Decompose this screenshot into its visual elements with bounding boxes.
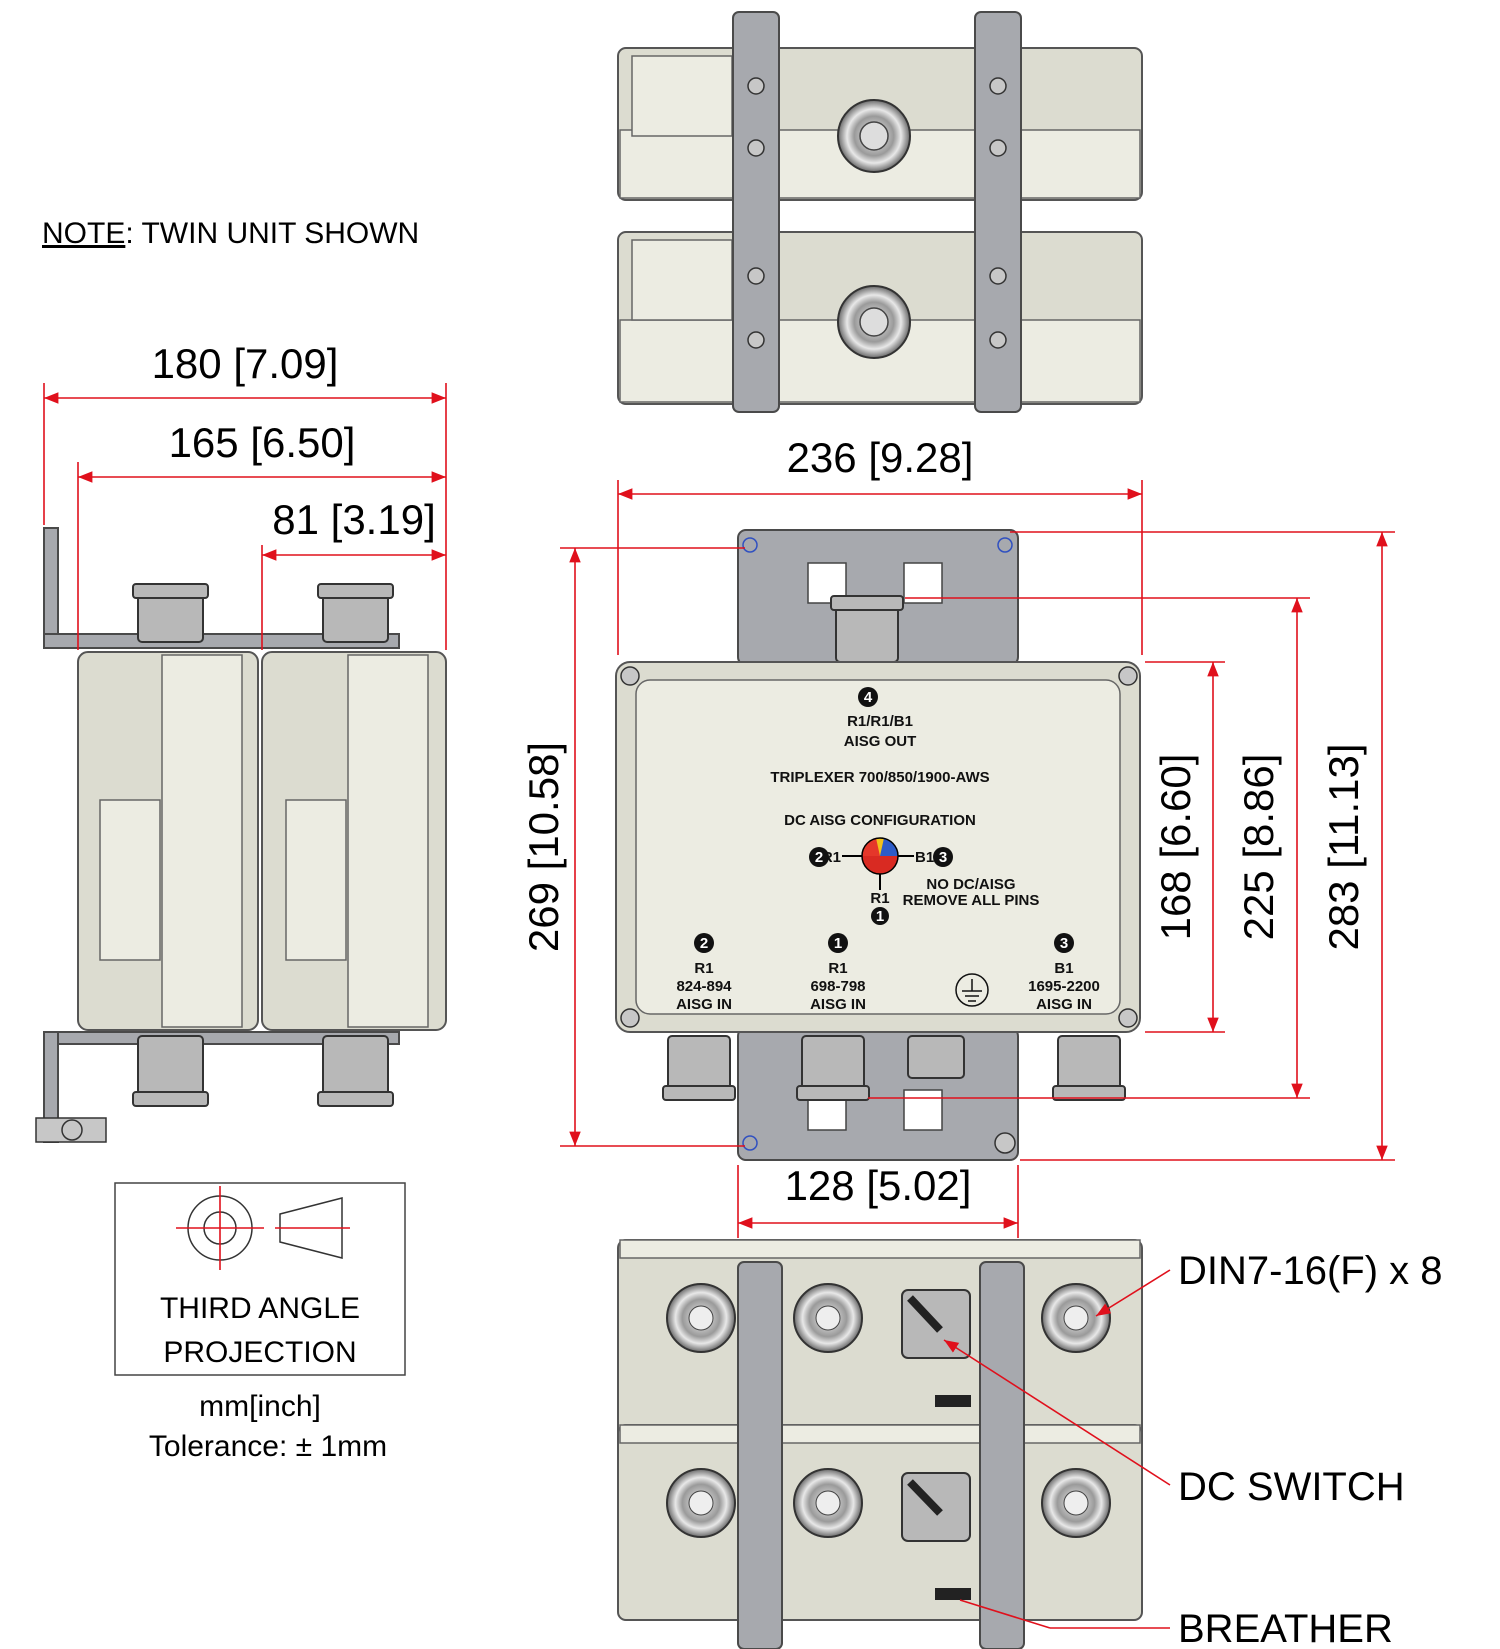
side-view: 180 [7.09] 165 [6.50] 81 [3.19]: [35, 340, 447, 1143]
config-title: DC AISG CONFIGURATION: [784, 812, 976, 829]
callout-dc-switch: DC SWITCH: [1178, 1465, 1405, 1509]
port-type: AISG IN: [1036, 996, 1092, 1013]
note-text: : TWIN UNIT SHOWN: [125, 217, 419, 250]
port-name: R1: [694, 960, 713, 977]
dim-width-overall: 180 [7.09]: [152, 340, 339, 387]
switch-bottom-label: R1: [870, 890, 889, 907]
dim-width-single: 81 [3.19]: [272, 496, 435, 543]
product-title: TRIPLEXER 700/850/1900-AWS: [770, 769, 989, 786]
top-view: [617, 11, 1143, 413]
port-number: 2: [700, 935, 708, 952]
side-unit-right: [261, 583, 447, 1107]
side-unit-left: [77, 583, 259, 1107]
port-number: 3: [1060, 935, 1068, 952]
port-label-center: 1 R1 698-798 AISG IN: [810, 933, 866, 1013]
projection-box: THIRD ANGLE PROJECTION: [114, 1182, 406, 1376]
projection-line2: PROJECTION: [163, 1336, 356, 1369]
port-name: B1: [1054, 960, 1073, 977]
no-dc-line1: NO DC/AISG: [926, 876, 1015, 893]
callout-breather: BREATHER: [1178, 1607, 1393, 1649]
dc-switch-diagram: 2 R1 B1 3 R1 1 NO DC/AISG REMOVE ALL PIN…: [809, 837, 1040, 925]
switch-left-number: 2: [815, 849, 823, 866]
projection-line1: THIRD ANGLE: [160, 1292, 360, 1325]
switch-left-label: R1: [822, 849, 841, 866]
port-range: 1695-2200: [1028, 978, 1100, 995]
switch-right-label: B1: [915, 849, 934, 866]
dim-width-front: 236 [9.28]: [787, 434, 974, 481]
dim-height-168: 168 [6.60]: [1152, 754, 1199, 941]
tolerance-label: Tolerance: ± 1mm: [149, 1430, 387, 1463]
bottom-view: DIN7-16(F) x 8 DC SWITCH BREATHER: [617, 1239, 1443, 1649]
port-range: 698-798: [810, 978, 865, 995]
port-label-left: 2 R1 824-894 AISG IN: [676, 933, 732, 1013]
port-label-right: 3 B1 1695-2200 AISG IN: [1028, 933, 1100, 1013]
port-type: AISG IN: [810, 996, 866, 1013]
port-range: 824-894: [676, 978, 732, 995]
breather: [935, 1588, 971, 1600]
dim-width-body: 165 [6.50]: [169, 419, 356, 466]
switch-right-number: 3: [939, 849, 947, 866]
port-number: 1: [834, 935, 842, 952]
dim-height-283: 283 [11.13]: [1320, 743, 1367, 950]
units-label: mm[inch]: [199, 1390, 321, 1423]
front-view: 4 R1/R1/B1 AISG OUT TRIPLEXER 700/850/19…: [520, 434, 1395, 1238]
top-port-type: AISG OUT: [844, 733, 917, 750]
top-port-name: R1/R1/B1: [847, 713, 913, 730]
port-type: AISG IN: [676, 996, 732, 1013]
dim-height-225: 225 [8.86]: [1235, 754, 1282, 941]
svg-text:NOTE: TWIN UNIT SHOWN: NOTE: TWIN UNIT SHOWN: [42, 217, 419, 250]
dim-bracket-width: 128 [5.02]: [785, 1162, 972, 1209]
callout-din-connector: DIN7-16(F) x 8: [1178, 1249, 1443, 1293]
no-dc-line2: REMOVE ALL PINS: [903, 892, 1040, 909]
note: NOTE: TWIN UNIT SHOWN: [42, 217, 419, 250]
top-port-number: 4: [864, 689, 873, 706]
note-underlined: NOTE: [42, 217, 125, 250]
port-name: R1: [828, 960, 847, 977]
dim-height-269: 269 [10.58]: [520, 742, 567, 952]
ground-icon: [955, 973, 989, 1007]
switch-bottom-number: 1: [876, 908, 884, 925]
